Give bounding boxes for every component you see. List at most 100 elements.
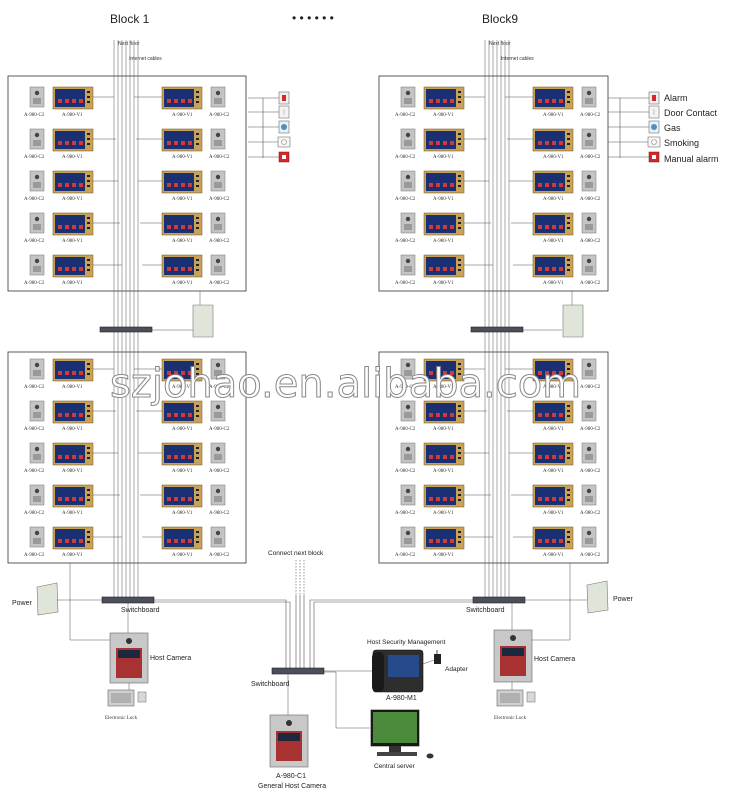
door-camera-panel xyxy=(581,212,597,234)
host-camera-block9 xyxy=(493,600,571,683)
door-camera-panel xyxy=(210,212,226,234)
monitor-model-label: A-980-V1 xyxy=(62,197,83,202)
monitor-model-label: A-980-V1 xyxy=(62,113,83,118)
legend-alarm-label: Alarm xyxy=(664,93,688,103)
host-camera-block1 xyxy=(69,600,149,684)
monitor-model-label: A-980-V1 xyxy=(543,553,564,558)
host-camera-label-block1: Host Camera xyxy=(150,655,191,662)
monitor-model-label: A-980-V1 xyxy=(543,385,564,390)
monitor-model-label: A-980-V1 xyxy=(543,281,564,286)
indoor-monitor xyxy=(423,128,465,152)
switchboard-block9 xyxy=(472,596,526,604)
indoor-monitor xyxy=(52,442,94,466)
host-security-management-label: Host Security Management xyxy=(367,639,446,646)
monitor-model-label: A-980-V1 xyxy=(433,385,454,390)
gas-icon xyxy=(278,120,660,134)
electronic-lock-label-block1: Electronic Lock xyxy=(105,716,138,721)
door-camera-panel xyxy=(400,254,416,276)
camera-model-label: A-980-C2 xyxy=(209,511,230,516)
legend-door-contact-label: Door Contact xyxy=(664,108,718,118)
indoor-monitor xyxy=(532,170,574,194)
door-camera-panel xyxy=(29,442,45,464)
watermark-text: szjohao.en.alibaba.com xyxy=(110,361,581,407)
adapter-icon xyxy=(422,650,441,665)
indoor-monitor xyxy=(161,442,203,466)
camera-model-label: A-980-C2 xyxy=(209,197,230,202)
camera-model-label: A-980-C2 xyxy=(580,469,601,474)
monitor-model-label: A-980-V1 xyxy=(543,427,564,432)
indoor-monitor xyxy=(423,254,465,278)
monitor-model-label: A-980-V1 xyxy=(172,511,193,516)
block-1-title: Block 1 xyxy=(110,12,150,26)
monitor-model-label: A-980-V1 xyxy=(433,239,454,244)
camera-model-label: A-980-C2 xyxy=(395,511,416,516)
power-box-upper-left xyxy=(152,291,214,338)
power-label-block1: Power xyxy=(12,600,33,607)
monitor-model-label: A-980-V1 xyxy=(172,281,193,286)
camera-model-label: A-980-C2 xyxy=(209,385,230,390)
indoor-monitor xyxy=(52,484,94,508)
monitor-model-label: A-980-V1 xyxy=(172,239,193,244)
sensor-legend: Alarm Door Contact Gas Smoking Manual al… xyxy=(248,91,719,164)
door-camera-panel xyxy=(210,526,226,548)
door-camera-panel xyxy=(400,86,416,108)
monitor-model-label: A-980-V1 xyxy=(172,553,193,558)
general-host-camera-label: General Host Camera xyxy=(258,783,326,790)
monitor-model-label: A-980-V1 xyxy=(62,553,83,558)
indoor-monitor xyxy=(52,358,94,382)
floor-switch-block1 xyxy=(99,326,153,333)
camera-model-label: A-980-C2 xyxy=(24,113,45,118)
monitor-model-label: A-980-V1 xyxy=(543,113,564,118)
main-switchboard xyxy=(271,667,325,675)
door-camera-panel xyxy=(29,170,45,192)
camera-model-label: A-980-C2 xyxy=(209,469,230,474)
c1-model-label: A-980-C1 xyxy=(276,773,306,780)
camera-model-label: A-980-C2 xyxy=(580,427,601,432)
door-camera-panel xyxy=(581,526,597,548)
indoor-monitor xyxy=(161,86,203,110)
door-camera-panel xyxy=(29,212,45,234)
door-camera-panel xyxy=(400,526,416,548)
camera-model-label: A-980-C2 xyxy=(24,155,45,160)
indoor-monitor xyxy=(161,526,203,550)
camera-model-label: A-980-C2 xyxy=(580,281,601,286)
camera-model-label: A-980-C2 xyxy=(580,553,601,558)
switchboard-block1 xyxy=(101,596,155,604)
indoor-monitor xyxy=(423,358,465,382)
monitor-model-label: A-980-V1 xyxy=(433,197,454,202)
indoor-monitor xyxy=(161,170,203,194)
door-camera-panel xyxy=(29,358,45,380)
camera-model-label: A-980-C2 xyxy=(209,281,230,286)
alarm-icon xyxy=(278,91,660,105)
door-camera-panel xyxy=(400,442,416,464)
door-camera-panel xyxy=(210,128,226,150)
camera-model-label: A-980-C2 xyxy=(580,385,601,390)
monitor-model-label: A-980-V1 xyxy=(433,281,454,286)
legend-manual-alarm-label: Manual alarm xyxy=(664,154,719,164)
door-camera-panel xyxy=(29,526,45,548)
camera-model-label: A-980-C2 xyxy=(209,239,230,244)
monitor-model-label: A-980-V1 xyxy=(62,511,83,516)
indoor-monitor xyxy=(532,358,574,382)
power-supply-block9 xyxy=(525,563,609,614)
indoor-monitor xyxy=(423,212,465,236)
camera-model-label: A-980-C2 xyxy=(209,155,230,160)
door-camera-panel xyxy=(29,128,45,150)
floor-switch-block9 xyxy=(470,326,524,333)
indoor-monitor xyxy=(423,484,465,508)
door-camera-panel xyxy=(400,212,416,234)
camera-model-label: A-980-C2 xyxy=(24,281,45,286)
next-floor-label-left: Next floor xyxy=(118,41,140,47)
monitor-model-label: A-980-V1 xyxy=(543,155,564,160)
indoor-monitor xyxy=(423,442,465,466)
door-camera-panel xyxy=(210,86,226,108)
indoor-monitor xyxy=(52,254,94,278)
adapter-label: Adapter xyxy=(445,666,469,673)
indoor-monitor xyxy=(532,254,574,278)
camera-model-label: A-980-C2 xyxy=(395,469,416,474)
door-camera-panel xyxy=(581,86,597,108)
camera-model-label: A-980-C2 xyxy=(580,239,601,244)
